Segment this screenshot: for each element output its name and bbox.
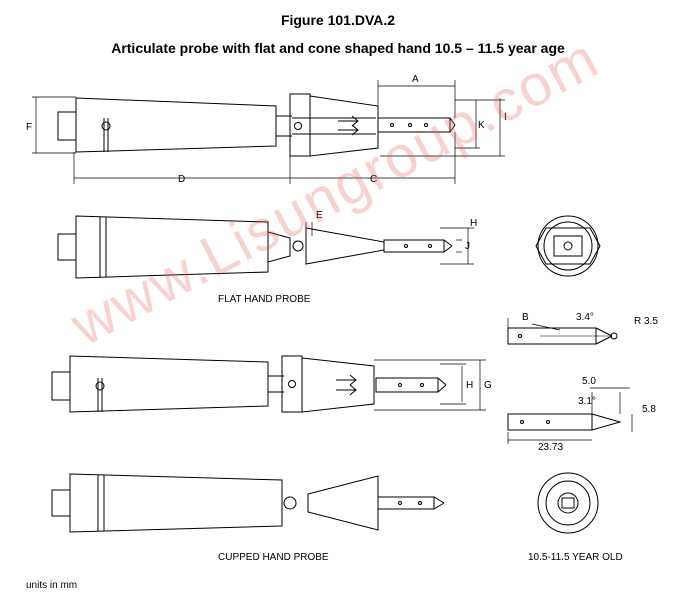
detail-finger-side [507, 413, 622, 431]
dim-label-K: K [478, 120, 485, 131]
cupped-hand-probe-view [51, 473, 445, 533]
dim-label-5-0: 5.0 [582, 376, 596, 387]
detail-finger-top [507, 327, 618, 345]
caption-age: 10.5-11.5 YEAR OLD [528, 552, 623, 563]
cupped-probe-view-top [51, 355, 447, 413]
dim-label-F: F [26, 122, 32, 133]
caption-cupped-hand-probe: CUPPED HAND PROBE [218, 552, 329, 563]
dim-label-G: G [484, 380, 492, 391]
flat-hand-probe-view [57, 215, 453, 279]
dim-label-J: J [465, 241, 470, 252]
figure-title: Figure 101.DVA.2 [280, 12, 396, 28]
dim-label-E: E [316, 210, 323, 221]
dim-label-B: B [522, 312, 529, 323]
dim-label-C: C [370, 174, 377, 185]
dim-label-D: D [178, 174, 185, 185]
dim-label-I: I [504, 112, 507, 123]
dim-label-H-top: H [470, 218, 477, 229]
dim-label-angle2: 3.1° [578, 396, 596, 407]
dim-label-angle1: 3.4° [576, 312, 594, 323]
caption-units: units in mm [26, 580, 78, 591]
end-view-cupped [537, 472, 599, 534]
dim-label-5-8: 5.8 [642, 404, 656, 415]
dim-label-A: A [412, 74, 419, 85]
figure-subtitle: Articulate probe with flat and cone shap… [111, 40, 565, 56]
probe-view-top [57, 93, 456, 157]
dim-label-radius: R 3.5 [634, 316, 658, 327]
caption-flat-hand-probe: FLAT HAND PROBE [218, 294, 311, 305]
dim-label-H: H [466, 380, 473, 391]
dim-label-23-73: 23.73 [538, 442, 563, 453]
end-view-flat [535, 215, 601, 277]
